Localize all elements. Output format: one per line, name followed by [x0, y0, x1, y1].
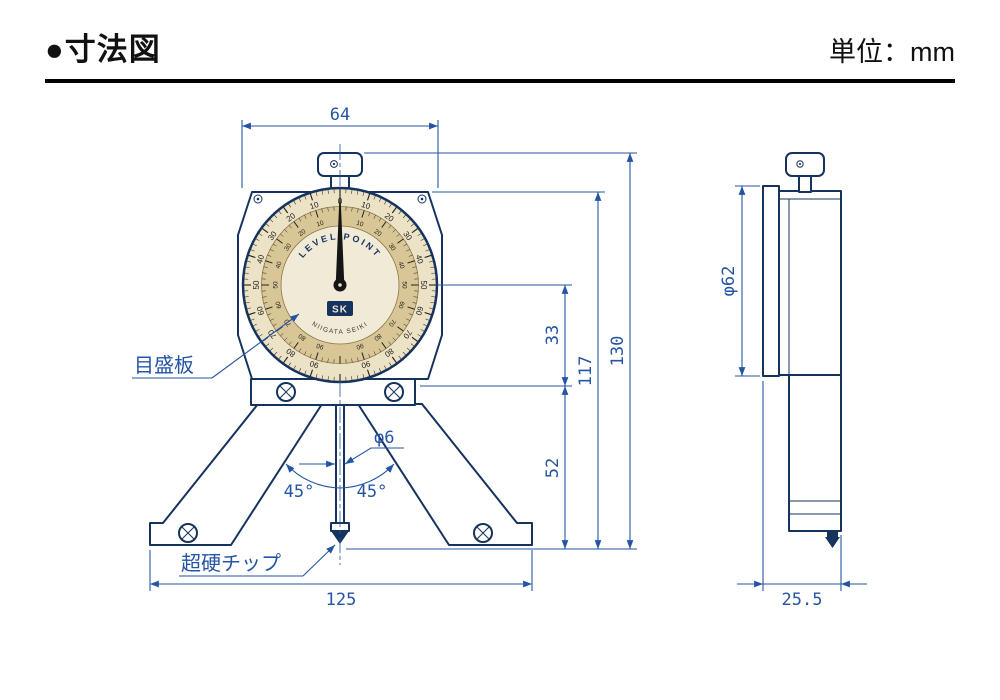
side-carbide-tip	[825, 537, 840, 548]
svg-text:40: 40	[396, 261, 405, 270]
svg-text:90: 90	[308, 359, 320, 370]
svg-text:90: 90	[355, 341, 364, 350]
dim-pin-diameter: φ6	[374, 428, 394, 448]
small-screw-icon	[253, 194, 263, 204]
screw-icon	[178, 523, 198, 543]
unit-label: 単位：mm	[829, 37, 955, 67]
svg-text:80: 80	[372, 332, 382, 342]
dim-left-angle: 45°	[284, 482, 315, 502]
knob-emblem-icon	[796, 160, 804, 168]
right-leg	[357, 403, 533, 546]
screw-icon	[384, 382, 404, 402]
svg-text:30: 30	[387, 242, 397, 252]
dim-body-depth: 25.5	[782, 590, 823, 610]
side-dial-housing	[762, 185, 780, 377]
svg-text:60: 60	[255, 305, 266, 317]
side-body-lower	[788, 374, 842, 532]
svg-text:10: 10	[360, 200, 372, 211]
front-view: 0010101010202020203030303040404040505050…	[149, 144, 533, 565]
svg-text:90: 90	[315, 341, 324, 350]
dimensions: 64 33 52 117 130 125	[132, 105, 867, 610]
svg-text:20: 20	[373, 228, 383, 238]
dimension-drawing: 0010101010202020203030303040404040505050…	[132, 105, 867, 610]
angle-arc-right	[339, 463, 395, 489]
side-knob-stem	[798, 174, 812, 193]
svg-text:10: 10	[316, 220, 325, 229]
svg-text:10: 10	[309, 200, 321, 211]
small-screw-icon	[417, 194, 427, 204]
svg-text:80: 80	[297, 332, 307, 342]
svg-text:90: 90	[360, 359, 372, 370]
scale-plate-label: 目盛板	[134, 354, 194, 377]
side-body-upper	[778, 190, 842, 376]
dial-face: 0010101010202020203030303040404040505050…	[241, 186, 439, 384]
knob-emblem-icon	[330, 160, 338, 168]
screw-icon	[473, 523, 493, 543]
dim-dial-center-to-body: 33	[543, 325, 563, 345]
svg-text:60: 60	[414, 305, 425, 317]
svg-text:60: 60	[275, 300, 284, 309]
side-view	[762, 152, 842, 548]
carbide-tip-leader	[302, 544, 336, 577]
logo-box	[327, 301, 353, 316]
dim-dial-diameter: φ62	[719, 266, 739, 297]
left-leg	[149, 403, 323, 546]
svg-text:40: 40	[414, 254, 425, 266]
logo-text: SK	[332, 305, 348, 316]
svg-text:50: 50	[419, 281, 428, 290]
svg-text:50: 50	[401, 281, 408, 289]
dim-body-to-tip: 52	[543, 458, 563, 478]
svg-text:50: 50	[273, 281, 280, 289]
angle-arc-left	[285, 463, 341, 489]
screw-icon	[276, 382, 296, 402]
dim-right-angle: 45°	[357, 482, 388, 502]
carbide-tip-label: 超硬チップ	[181, 552, 281, 575]
svg-text:60: 60	[396, 300, 405, 309]
page-title: ●寸法図	[45, 32, 161, 67]
dim-base-width: 125	[326, 590, 357, 610]
svg-text:50: 50	[252, 280, 261, 289]
svg-text:70: 70	[387, 318, 397, 328]
scale-plate-leader	[211, 313, 300, 379]
dim-overall-height: 130	[608, 336, 628, 367]
dim-upper-height: 117	[576, 356, 596, 387]
svg-text:20: 20	[297, 228, 307, 238]
svg-text:40: 40	[275, 260, 284, 269]
header-rule	[45, 79, 955, 83]
side-knob-cap	[785, 152, 825, 177]
dim-top-width: 64	[330, 105, 350, 125]
svg-text:40: 40	[255, 253, 266, 265]
needle-hub-dot	[338, 283, 342, 287]
header: ●寸法図 単位：mm	[0, 0, 1000, 79]
side-tip-holder	[827, 531, 838, 537]
svg-text:10: 10	[355, 220, 364, 229]
svg-text:30: 30	[283, 242, 293, 252]
needle	[335, 191, 345, 289]
